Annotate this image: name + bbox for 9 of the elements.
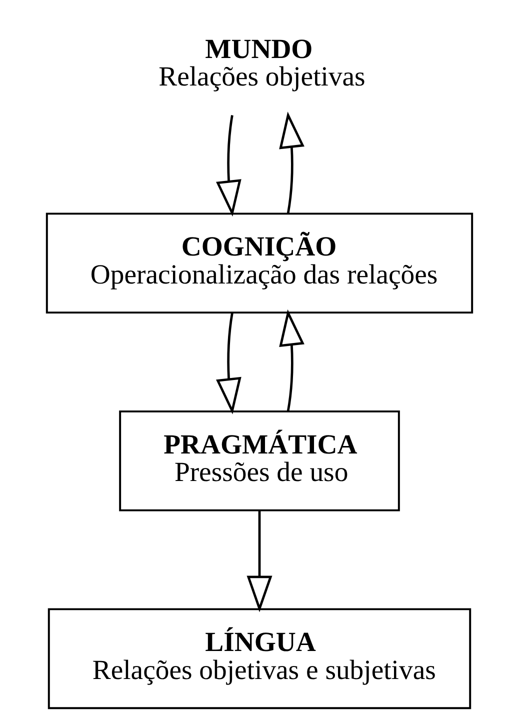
- arrow: [278, 309, 304, 412]
- node-box: LÍNGUA Relações objetivas e subjetivas: [47, 608, 471, 710]
- arrow: [216, 312, 241, 414]
- arrow: [246, 510, 272, 612]
- arrow: [278, 112, 304, 214]
- node-box: PRAGMÁTICA Pressões de uso: [118, 410, 400, 512]
- node-box: COGNIÇÃO Operacionalização das relações: [45, 212, 473, 314]
- arrow: [216, 115, 241, 217]
- node-text: MUNDO Relações objetivas: [158, 32, 365, 92]
